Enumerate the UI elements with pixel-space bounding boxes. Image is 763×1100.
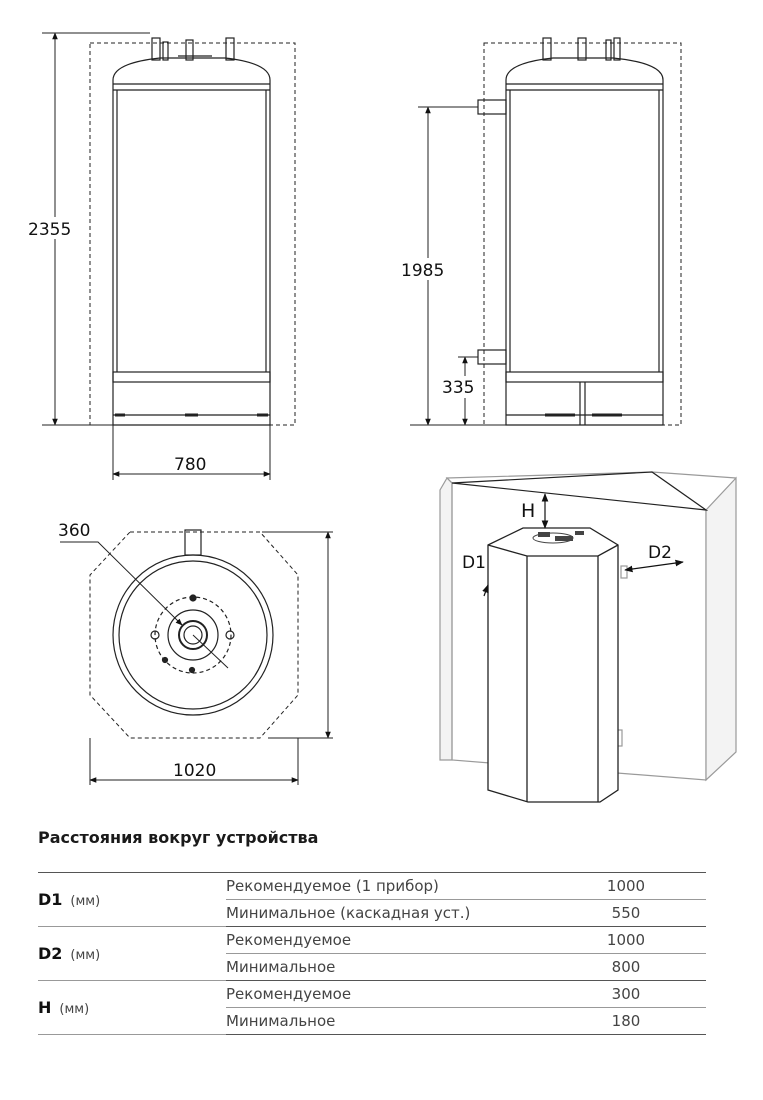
dim-width: 780 xyxy=(174,455,206,475)
dim-footprint: 1020 xyxy=(173,761,216,781)
front-view xyxy=(42,32,296,480)
clearance-3d-view xyxy=(439,471,737,782)
table-row: Минимальное 180 xyxy=(38,1007,706,1035)
front-envelope-dashed xyxy=(89,42,296,426)
param-cell: H (мм) xyxy=(38,980,226,1035)
param-name: D1 xyxy=(38,890,63,909)
minimum-value: 180 xyxy=(566,1007,686,1035)
param-cell: D1 (мм) xyxy=(38,872,226,927)
clearance-table: D1 (мм) Рекомендуемое (1 прибор) 1000 Мин… xyxy=(38,872,706,1035)
minimum-label: Минимальное xyxy=(226,953,566,981)
side-envelope-dashed xyxy=(483,42,682,426)
front-tank-body xyxy=(112,57,271,426)
recommended-value: 300 xyxy=(566,980,686,1008)
dim-upper-connection: 1985 xyxy=(401,261,444,281)
side-view xyxy=(410,37,682,426)
label-d2: D2 xyxy=(648,543,672,563)
clearance-arrows xyxy=(482,493,684,597)
recommended-label: Рекомендуемое (1 прибор) xyxy=(226,872,566,900)
param-unit: (мм) xyxy=(70,894,101,909)
right-wall xyxy=(705,476,737,782)
dim-total-height: 2355 xyxy=(28,220,71,240)
recommended-value: 1000 xyxy=(566,872,686,900)
minimum-value: 550 xyxy=(566,899,686,927)
hexagonal-unit xyxy=(487,527,619,803)
arrow-d2 xyxy=(624,559,684,573)
param-unit: (мм) xyxy=(70,948,101,963)
dim-inner-diameter: 360 xyxy=(58,521,90,541)
recommended-label: Рекомендуемое xyxy=(226,980,566,1008)
param-cell: D2 (мм) xyxy=(38,926,226,981)
technical-drawings: 2355 780 1985 335 xyxy=(26,32,737,803)
minimum-label: Минимальное (каскадная уст.) xyxy=(226,899,566,927)
upper-connection xyxy=(477,99,507,115)
table-row: Минимальное 800 xyxy=(38,953,706,981)
label-h: H xyxy=(521,500,535,522)
recommended-value: 1000 xyxy=(566,926,686,954)
table-row: H (мм) Рекомендуемое 300 xyxy=(38,980,706,1035)
side-tank-body xyxy=(505,57,664,426)
left-wall xyxy=(439,477,453,761)
section-title: Расстояния вокруг устройства xyxy=(38,828,319,847)
recommended-label: Рекомендуемое xyxy=(226,926,566,954)
table-row: D1 (мм) Рекомендуемое (1 прибор) 1000 xyxy=(38,872,706,927)
side-base-band xyxy=(505,371,664,383)
clearance-ceiling-wedge xyxy=(451,471,709,511)
lower-connection xyxy=(477,349,507,365)
label-d1: D1 xyxy=(462,553,486,573)
table-row: D2 (мм) Рекомендуемое 1000 xyxy=(38,926,706,981)
arrow-d1 xyxy=(482,584,489,597)
dim-lower-connection: 335 xyxy=(442,378,474,398)
top-octagon-dashed xyxy=(89,531,299,739)
param-name: D2 xyxy=(38,944,63,963)
minimum-label: Минимальное xyxy=(226,1007,566,1035)
param-name: H xyxy=(38,998,52,1017)
minimum-value: 800 xyxy=(566,953,686,981)
table-row: Минимальное (каскадная уст.) 550 xyxy=(38,899,706,927)
top-connection-stub xyxy=(184,529,202,556)
front-base-band xyxy=(112,371,271,383)
top-view xyxy=(60,529,333,785)
param-unit: (мм) xyxy=(59,1002,90,1017)
